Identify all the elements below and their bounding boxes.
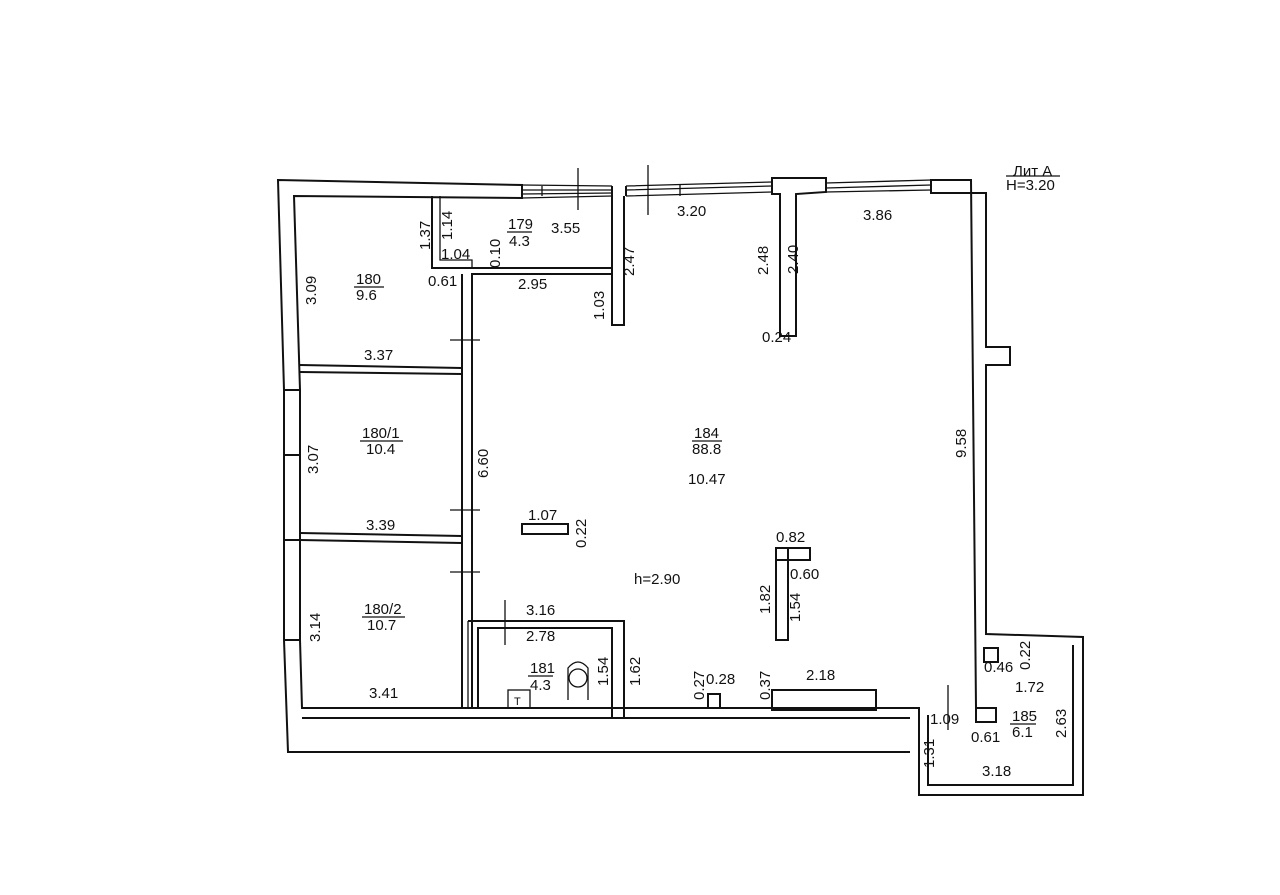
- dim-label: 0.61: [428, 273, 457, 290]
- room-number: 180: [356, 271, 381, 288]
- ceiling-height: h=2.90: [634, 571, 680, 588]
- dim-label: 3.41: [369, 685, 398, 702]
- dim-label: 2.47: [621, 247, 638, 276]
- dim-label: 3.37: [364, 347, 393, 364]
- room-number: 179: [508, 216, 533, 233]
- dim-label: 2.63: [1053, 709, 1070, 738]
- room-number: 180/1: [362, 425, 400, 442]
- room-180-1: 180/1 10.4: [360, 425, 403, 458]
- dim-label: 1.31: [921, 739, 938, 768]
- partitions: [299, 196, 999, 723]
- dim-label: 3.09: [303, 276, 320, 305]
- room-number: 185: [1012, 708, 1037, 725]
- dim-label: 1.07: [528, 507, 557, 524]
- dim-label: 0.82: [776, 529, 805, 546]
- dim-label: 3.39: [366, 517, 395, 534]
- dim-label: 1.54: [787, 593, 804, 622]
- room-area: 4.3: [530, 677, 551, 694]
- room-number: 184: [694, 425, 719, 442]
- dim-label: 0.27: [691, 671, 708, 700]
- dim-label: 0.10: [487, 239, 504, 268]
- dim-label: 3.18: [982, 763, 1011, 780]
- dim-label: 2.18: [806, 667, 835, 684]
- dim-label: 3.14: [307, 613, 324, 642]
- dim-label: 1.09: [930, 711, 959, 728]
- dim-label: 1.04: [441, 246, 470, 263]
- dim-label: 1.54: [595, 657, 612, 686]
- dim-label: 0.24: [762, 329, 791, 346]
- dim-label: 0.22: [1017, 641, 1034, 670]
- dim-label: 1.72: [1015, 679, 1044, 696]
- room-area: 9.6: [356, 287, 377, 304]
- building-height: H=3.20: [1006, 177, 1055, 194]
- tick-marks: [450, 165, 949, 730]
- dim-label: 3.86: [863, 207, 892, 224]
- dim-label: 3.16: [526, 602, 555, 619]
- outer-walls: [276, 177, 1084, 796]
- dim-label: 3.55: [551, 220, 580, 237]
- room-180: 180 9.6: [354, 271, 384, 304]
- dim-label: 3.20: [677, 203, 706, 220]
- dim-label: 3.07: [305, 445, 322, 474]
- room-number: 180/2: [364, 601, 402, 618]
- dim-label: 0.46: [984, 659, 1013, 676]
- dim-label: 0.60: [790, 566, 819, 583]
- dim-label: 0.61: [971, 729, 1000, 746]
- dim-label: 2.40: [785, 245, 802, 274]
- dim-label: 6.60: [475, 449, 492, 478]
- dim-label: 1.14: [439, 211, 456, 240]
- dim-label: 2.95: [518, 276, 547, 293]
- room-area: 88.8: [692, 441, 721, 458]
- room-area: 4.3: [509, 233, 530, 250]
- room-number: 181: [530, 660, 555, 677]
- room-area: 10.7: [367, 617, 396, 634]
- room-180-2: 180/2 10.7: [362, 601, 405, 634]
- dim-label: 0.37: [757, 671, 774, 700]
- room-area: 10.4: [366, 441, 395, 458]
- dim-label: 1.37: [417, 221, 434, 250]
- dim-label: 1.82: [757, 585, 774, 614]
- dimensions: 3.55 3.20 3.86 1.04 0.61 2.95 0.24 3.37 …: [303, 203, 1070, 780]
- toilet-mark: T: [514, 696, 521, 708]
- dim-label: 2.48: [755, 246, 772, 275]
- room-area: 6.1: [1012, 724, 1033, 741]
- dim-label: 1.62: [627, 657, 644, 686]
- dim-label: 2.78: [526, 628, 555, 645]
- dim-label: 1.03: [591, 291, 608, 320]
- dim-label: 10.47: [688, 471, 726, 488]
- dim-label: 0.28: [706, 671, 735, 688]
- dim-label: 0.22: [573, 519, 590, 548]
- room-181: 181 4.3: [528, 660, 555, 694]
- dim-label: 9.58: [953, 429, 970, 458]
- room-179: 179 4.3: [507, 216, 533, 250]
- room-184: 184 88.8: [692, 425, 722, 458]
- room-185: 185 6.1: [1010, 708, 1037, 741]
